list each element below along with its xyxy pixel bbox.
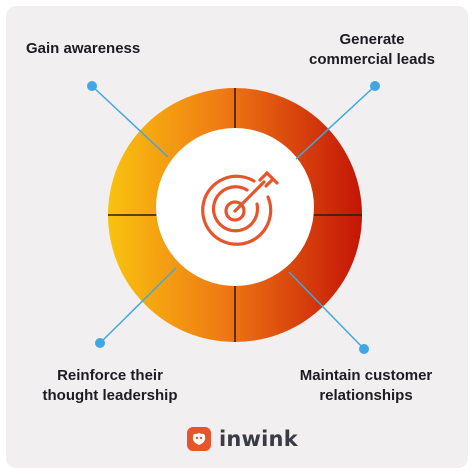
connector-bottom-left	[95, 267, 177, 348]
target-with-arrow-icon	[201, 170, 279, 246]
brand-logo: inwink	[187, 427, 298, 451]
goal-reinforce-leadership: Reinforce their thought leadership	[35, 366, 185, 406]
goal-reinforce-leadership-line1: Reinforce their	[57, 367, 163, 384]
goal-maintain-relationships-line1: Maintain customer	[299, 367, 433, 384]
goal-generate-leads-line2: commercial leads	[309, 51, 435, 68]
goal-gain-awareness: Gain awareness	[26, 40, 141, 57]
inwink-logo-icon	[187, 427, 211, 451]
goal-generate-leads-line1: Generate	[339, 31, 405, 48]
brand-name: inwink	[219, 427, 298, 451]
connector-top-right	[295, 81, 380, 160]
center-circle	[156, 128, 314, 286]
goal-reinforce-leadership-line2: thought leadership	[42, 387, 178, 404]
goal-maintain-relationships-line2: relationships	[319, 387, 413, 404]
connector-top-left	[87, 81, 169, 158]
goal-generate-leads: Generate commercial leads	[297, 30, 447, 70]
connector-bottom-right	[288, 271, 369, 354]
goal-maintain-relationships: Maintain customer relationships	[285, 366, 447, 406]
